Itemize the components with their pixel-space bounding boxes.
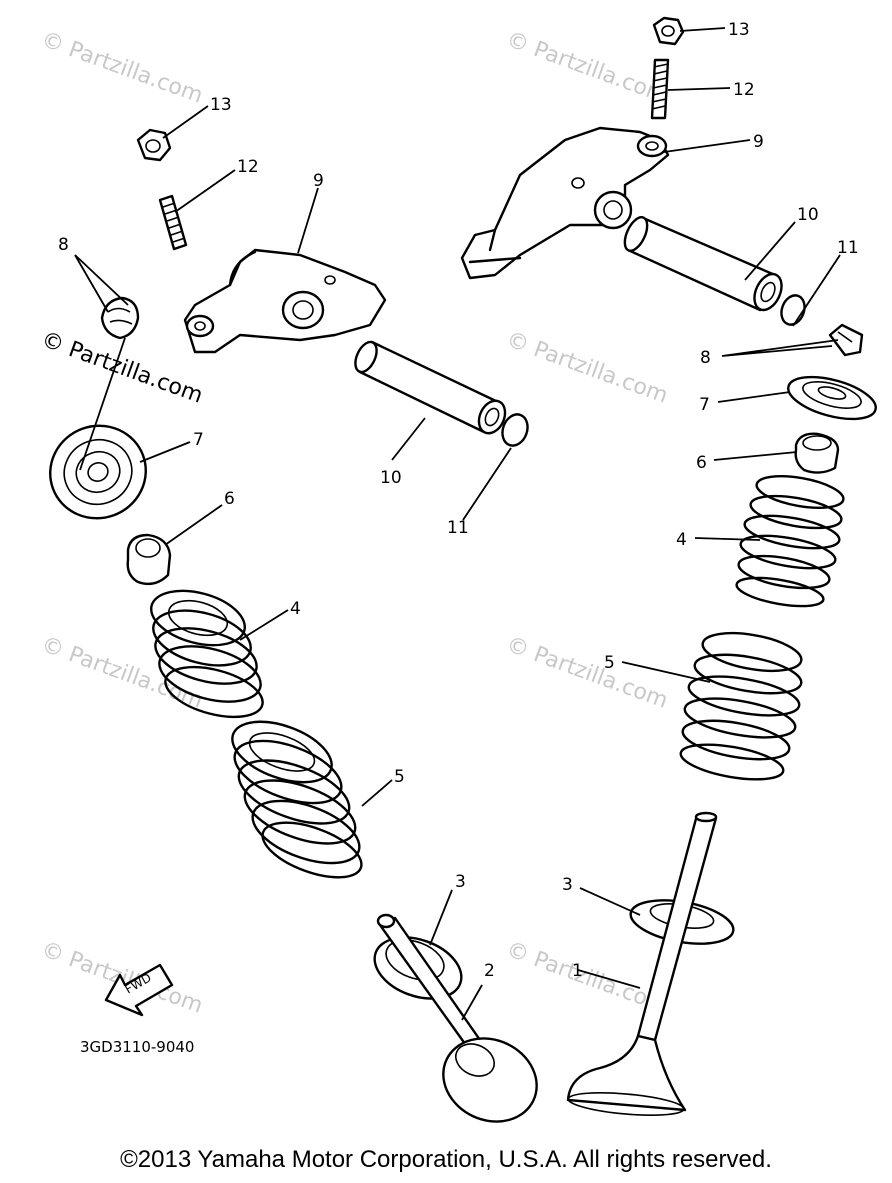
leader-lines <box>74 27 841 1021</box>
inner-valve-spring-left <box>149 589 264 719</box>
callout-number: 7 <box>193 430 204 450</box>
spring-retainer-right <box>787 375 877 421</box>
callout-number: 11 <box>447 518 469 538</box>
copyright-notice: ©2013 Yamaha Motor Corporation, U.S.A. A… <box>120 1146 772 1173</box>
diagram-code: 3GD3110-9040 <box>80 1038 194 1056</box>
nut-right <box>652 16 685 46</box>
valve-cotter-right <box>828 323 864 357</box>
outer-valve-spring-right <box>679 631 803 781</box>
rocker-arm-right <box>460 126 670 280</box>
callout-number: 11 <box>837 238 859 258</box>
adjuster-stud-right <box>650 58 670 120</box>
watermark: © Partzilla.com <box>503 27 671 109</box>
adjuster-stud-left <box>158 194 188 251</box>
callout-number: 10 <box>797 205 819 225</box>
outer-valve-spring-left <box>231 720 363 879</box>
rocker-arm-left <box>183 248 387 354</box>
callout-number: 3 <box>455 872 466 892</box>
callout-number: 13 <box>210 95 232 115</box>
callout-number: 8 <box>700 348 711 368</box>
callout-number: 2 <box>484 961 495 981</box>
callout-number: 5 <box>394 767 405 787</box>
callout-number: 4 <box>676 530 687 550</box>
callout-number: 1 <box>572 961 583 981</box>
callout-number: 3 <box>562 875 573 895</box>
callouts: 13 12 9 10 11 8 7 6 4 5 3 2 1 13 12 9 10… <box>58 20 859 981</box>
callout-number: 9 <box>753 132 764 152</box>
rocker-shaft-left <box>354 340 507 435</box>
intake-valve <box>376 913 538 1123</box>
callout-number: 9 <box>313 171 324 191</box>
inner-valve-spring-right <box>735 475 845 608</box>
valve-stem-seal-right <box>794 432 840 474</box>
callout-number: 5 <box>604 653 615 673</box>
callout-number: 6 <box>696 453 707 473</box>
watermark-dark: © Partzilla.com <box>38 327 206 409</box>
valve-stem-seal-left <box>126 533 172 586</box>
callout-number: 6 <box>224 489 235 509</box>
exhaust-valve <box>566 811 718 1116</box>
callout-number: 13 <box>728 20 750 40</box>
o-ring-right <box>780 294 806 326</box>
o-ring-left <box>501 413 529 447</box>
spring-retainer-left <box>49 424 147 520</box>
nut-left <box>136 128 172 162</box>
watermark: © Partzilla.com <box>503 327 671 409</box>
callout-number: 7 <box>699 395 710 415</box>
rocker-shaft-right <box>623 216 783 312</box>
valve-cotter-left <box>100 296 140 340</box>
callout-number: 12 <box>733 80 755 100</box>
callout-number: 8 <box>58 235 69 255</box>
watermark: © Partzilla.com <box>38 27 206 109</box>
callout-number: 10 <box>380 468 402 488</box>
watermark: © Partzilla.com <box>503 632 671 714</box>
callout-number: 4 <box>290 599 301 619</box>
callout-number: 12 <box>237 157 259 177</box>
